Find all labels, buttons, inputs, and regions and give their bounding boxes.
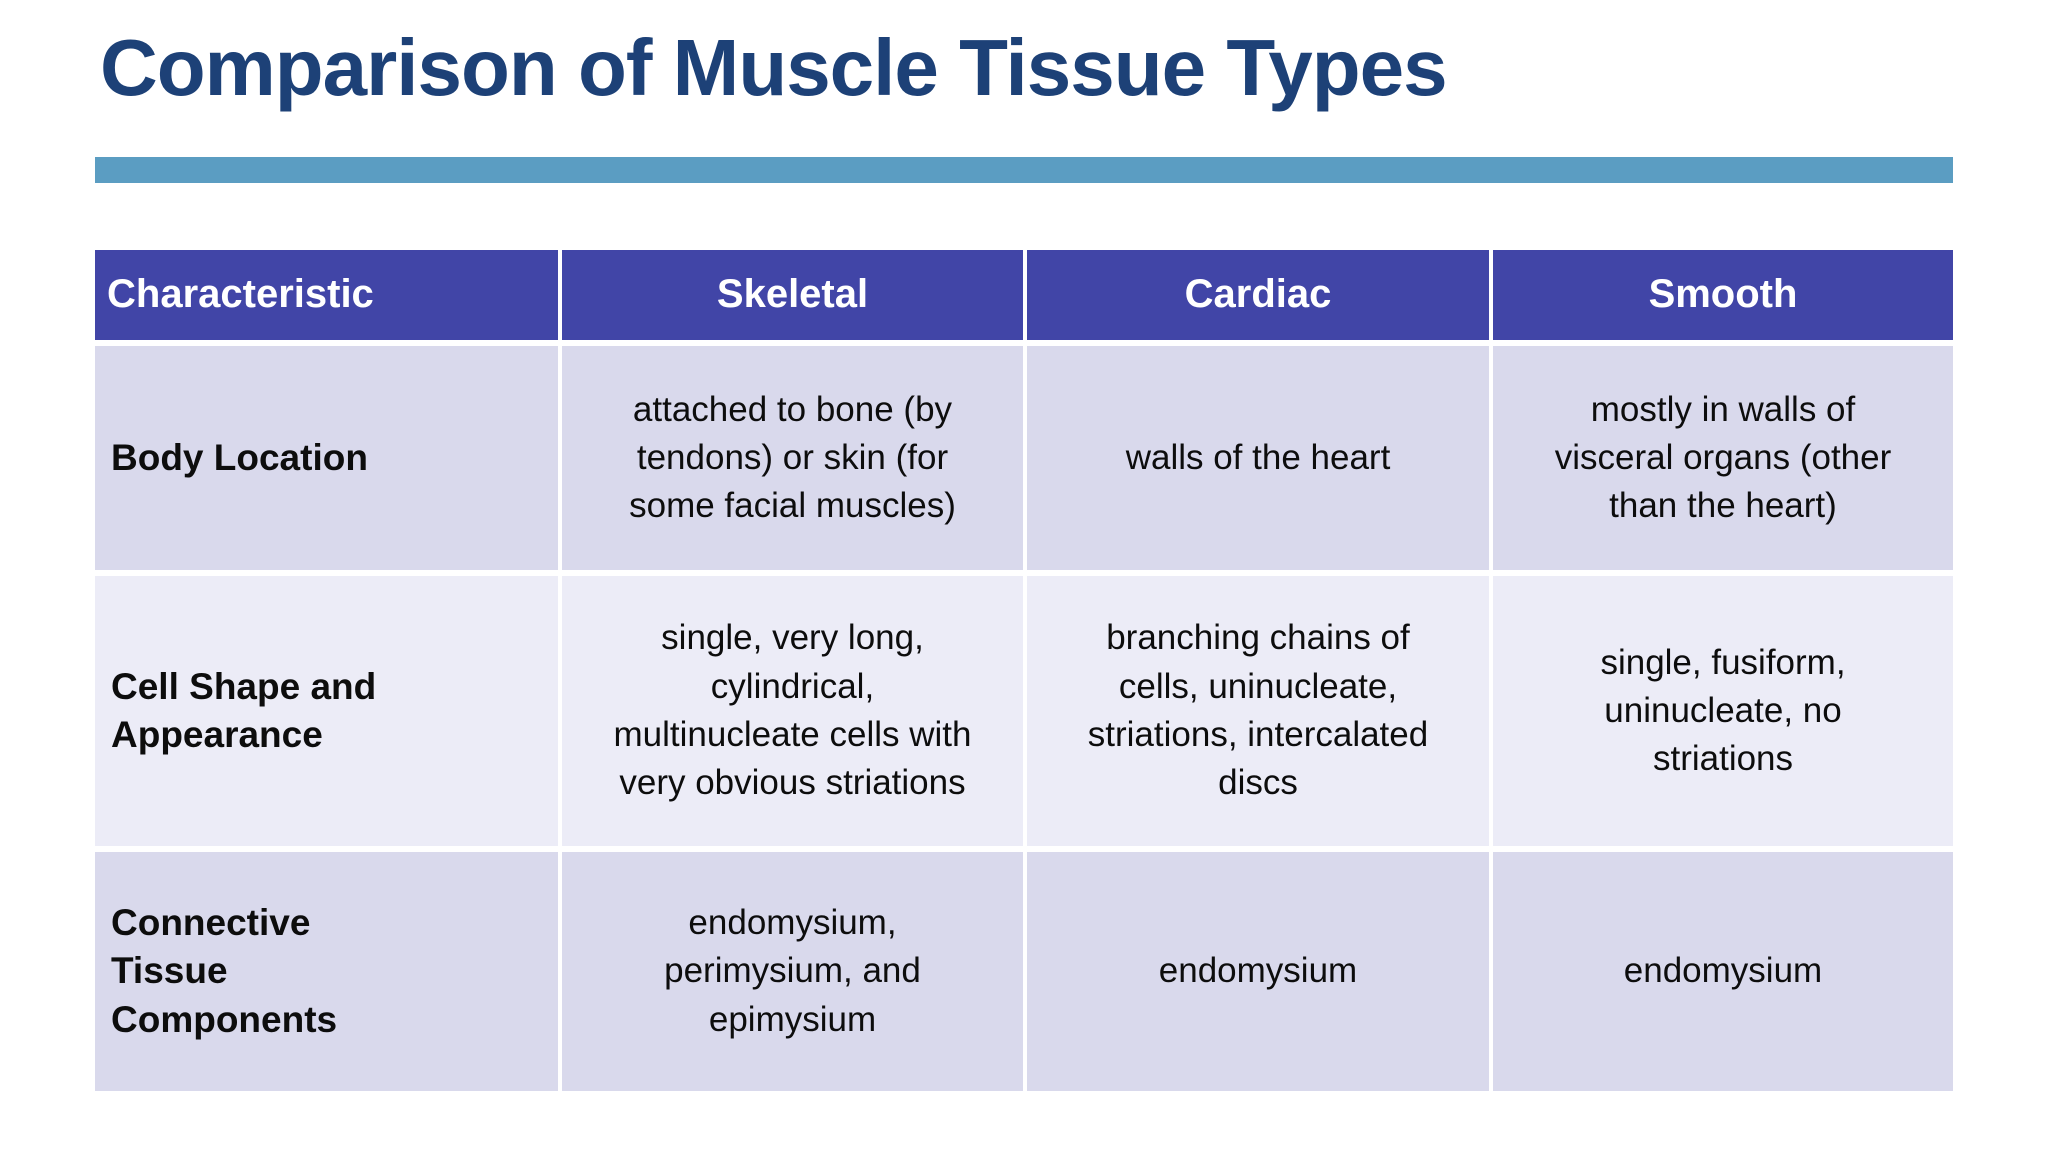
cell-connective-tissue-skeletal: endomysium, perimysium, and epimysium [562,852,1023,1091]
muscle-comparison-table: Characteristic Skeletal Cardiac Smooth B… [95,250,1953,1091]
cell-cell-shape-skeletal: single, very long, cylindrical, multinuc… [562,576,1023,846]
column-header-characteristic: Characteristic [95,250,558,340]
cell-body-location-skeletal: attached to bone (by tendons) or skin (f… [562,346,1023,570]
column-header-smooth: Smooth [1493,250,1953,340]
row-label-connective-tissue: Connective Tissue Components [95,852,558,1091]
cell-connective-tissue-smooth: endomysium [1493,852,1953,1091]
slide-title: Comparison of Muscle Tissue Types [100,23,1448,112]
cell-cell-shape-smooth: single, fusiform, uninucleate, no striat… [1493,576,1953,846]
row-label-cell-shape: Cell Shape and Appearance [95,576,558,846]
column-header-skeletal: Skeletal [562,250,1023,340]
row-label-body-location: Body Location [95,346,558,570]
cell-connective-tissue-cardiac: endomysium [1027,852,1489,1091]
cell-body-location-smooth: mostly in walls of visceral organs (othe… [1493,346,1953,570]
cell-cell-shape-cardiac: branching chains of cells, uninucleate, … [1027,576,1489,846]
title-accent-bar [95,157,1953,183]
column-header-cardiac: Cardiac [1027,250,1489,340]
cell-body-location-cardiac: walls of the heart [1027,346,1489,570]
